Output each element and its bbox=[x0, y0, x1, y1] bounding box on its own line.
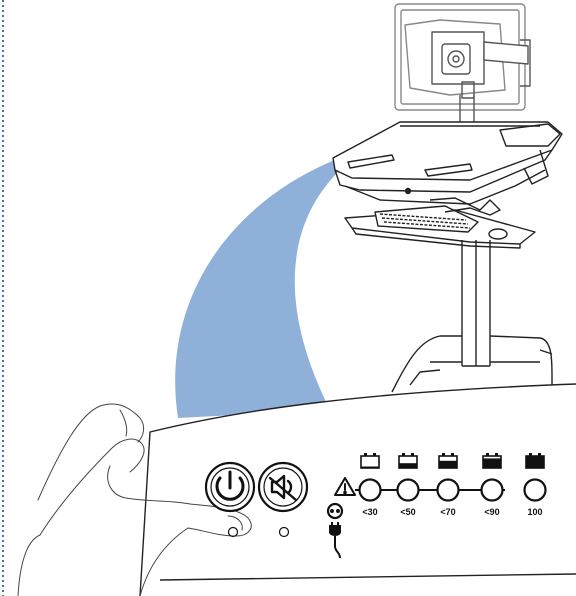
battery-led bbox=[436, 478, 460, 502]
battery-indicator-2: <50 bbox=[396, 453, 420, 517]
battery-indicator-group: <30 <50 <70 <90 100 bbox=[358, 453, 547, 517]
battery-level-label: <90 bbox=[484, 507, 499, 517]
battery-level-label: <30 bbox=[362, 507, 377, 517]
mute-indicator-led bbox=[278, 526, 290, 538]
battery-indicator-5: 100 bbox=[523, 453, 547, 517]
mute-alarm-icon bbox=[268, 474, 298, 502]
battery-indicator-3: <70 bbox=[436, 453, 460, 517]
battery-fill bbox=[399, 463, 417, 468]
battery-led bbox=[358, 478, 382, 502]
monitor bbox=[394, 3, 531, 111]
battery-icon bbox=[482, 453, 502, 469]
battery-level-label: <70 bbox=[440, 507, 455, 517]
battery-icon bbox=[360, 453, 380, 469]
battery-led bbox=[396, 478, 420, 502]
cart-base bbox=[391, 335, 553, 393]
warning-triangle-icon bbox=[334, 477, 356, 496]
battery-level-label: <50 bbox=[400, 507, 415, 517]
battery-icon bbox=[525, 453, 545, 469]
battery-led bbox=[480, 478, 504, 502]
medical-cart bbox=[332, 3, 563, 393]
power-indicator-led bbox=[227, 526, 239, 538]
work-surface bbox=[332, 121, 563, 205]
battery-level-label: 100 bbox=[527, 507, 542, 517]
mute-alarm-button[interactable] bbox=[257, 461, 309, 513]
ac-plug-icon bbox=[326, 502, 344, 559]
battery-fill bbox=[526, 456, 544, 468]
battery-indicator-4: <90 bbox=[480, 453, 504, 517]
battery-indicator-1: <30 bbox=[358, 453, 382, 517]
hand bbox=[17, 403, 252, 596]
cart-column bbox=[461, 240, 491, 367]
battery-icon bbox=[398, 453, 418, 469]
magnification-beam bbox=[175, 130, 400, 418]
power-button[interactable] bbox=[204, 461, 256, 513]
battery-fill bbox=[483, 458, 501, 468]
battery-fill bbox=[361, 466, 379, 468]
battery-icon bbox=[438, 453, 458, 469]
power-icon bbox=[215, 470, 245, 501]
battery-led bbox=[523, 478, 547, 502]
keyboard-tray bbox=[344, 197, 536, 249]
battery-fill bbox=[439, 460, 457, 468]
